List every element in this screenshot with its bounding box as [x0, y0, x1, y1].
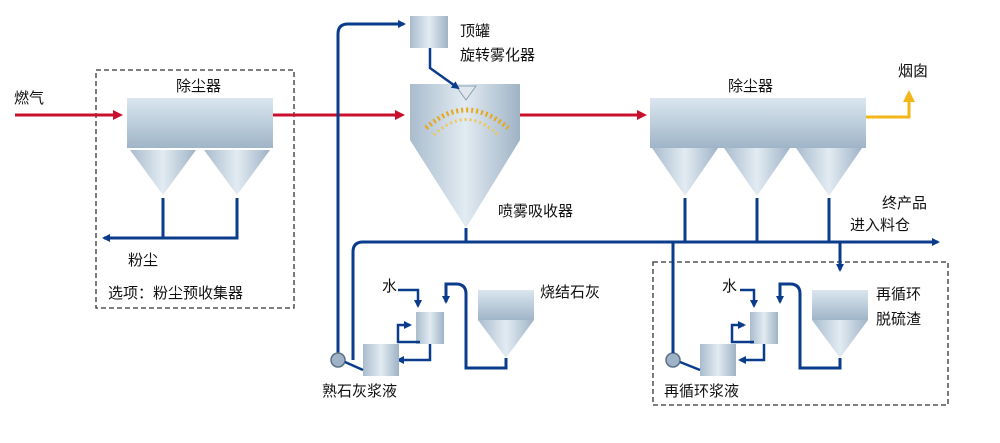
label-water-right: 水	[722, 277, 737, 295]
recirc-silo	[812, 290, 868, 358]
label-quicklime: 烧结石灰	[540, 283, 600, 301]
slaker-to-tank-line	[396, 344, 432, 364]
slaker-tank	[416, 312, 444, 344]
pump-left	[330, 352, 346, 368]
pre-collector-box	[95, 69, 295, 309]
label-dust-collector-left: 除尘器	[176, 77, 221, 95]
label-rotary-atomizer: 旋转雾化器	[460, 46, 535, 64]
lime-feed-line	[442, 282, 508, 370]
recirc-slurry-tank	[700, 344, 736, 376]
label-spray-absorber: 喷雾吸收器	[498, 202, 573, 220]
dust-line	[161, 198, 239, 240]
label-recirc-2: 脱硫渣	[876, 310, 921, 328]
label-optional: 选项：粉尘预收集器	[108, 284, 243, 302]
label-top-tank: 顶罐	[460, 22, 490, 40]
label-recirc-1: 再循环	[876, 285, 921, 303]
label-product-1: 终产品	[882, 194, 927, 212]
label-water-left: 水	[382, 277, 397, 295]
chimney-arrow	[866, 90, 915, 119]
collector-drop-lines	[683, 198, 831, 242]
dust-collector-right	[650, 98, 866, 196]
top-tank	[410, 16, 448, 48]
label-dust-collector-right: 除尘器	[728, 77, 773, 95]
dust-collector-left	[127, 98, 273, 195]
recirculation-box	[652, 261, 949, 406]
label-slaked-lime-slurry: 熟石灰浆液	[322, 382, 397, 400]
recirc-mix-tank	[750, 312, 778, 344]
slurry-tank-left	[363, 344, 399, 376]
label-chimney: 烟囱	[898, 62, 928, 80]
label-flue-gas: 燃气	[14, 89, 44, 107]
label-dust: 粉尘	[128, 251, 158, 269]
label-product-2: 进入料仓	[850, 216, 910, 234]
slurry-supply-line	[336, 20, 406, 355]
label-recirc-slurry: 再循环浆液	[664, 382, 739, 400]
tank-to-atomizer-arrow	[428, 48, 460, 90]
water-in-right	[740, 288, 758, 308]
water-in-left	[398, 288, 422, 308]
pump-right	[665, 352, 681, 368]
supply-line-2	[351, 240, 466, 360]
quicklime-silo	[478, 290, 534, 358]
spray-absorber	[410, 84, 520, 228]
recirc-feed-line	[776, 282, 842, 370]
